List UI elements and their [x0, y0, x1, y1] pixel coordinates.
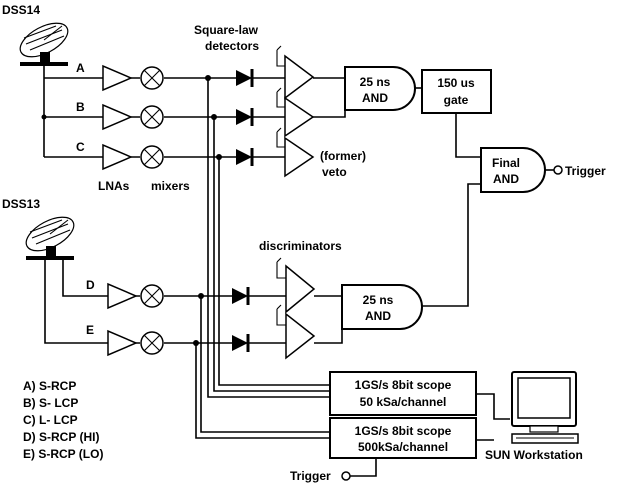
channel-label-a: A — [76, 61, 85, 75]
workstation-icon — [511, 371, 579, 444]
legend-item-d: D) S-RCP (HI) — [23, 430, 99, 444]
channel-label-b: B — [76, 100, 85, 114]
detector-diode-e-icon — [232, 334, 250, 352]
detector-diode-d-icon — [232, 287, 250, 305]
bottom-and-line1: 25 ns — [363, 293, 394, 307]
detector-diode-a-icon — [236, 69, 254, 87]
detector-diode-c-icon — [236, 148, 254, 166]
top-and-line1: 25 ns — [360, 75, 391, 89]
station-label-dss13: DSS13 — [2, 197, 40, 211]
trigger-output-label: Trigger — [565, 164, 606, 178]
discriminator-b-icon — [284, 96, 315, 138]
mixer-c-icon — [140, 145, 164, 169]
scope-1-line2: 50 kSa/channel — [360, 395, 447, 409]
legend-item-a: A) S-RCP — [23, 379, 76, 393]
lna-a-icon — [102, 64, 133, 92]
discriminator-a-icon — [284, 54, 315, 100]
mixer-d-icon — [140, 284, 164, 308]
station-label-dss14: DSS14 — [2, 3, 40, 17]
scope-2-line2: 500kSa/channel — [358, 440, 448, 454]
gate-150us-box — [421, 69, 492, 114]
final-and-line2: AND — [493, 172, 519, 186]
veto-label: veto — [322, 165, 347, 179]
final-and-gate — [480, 147, 546, 193]
lna-c-icon — [102, 143, 133, 171]
detectors-label: detectors — [205, 39, 259, 53]
top-channel-wiring — [43, 45, 346, 398]
discriminator-e-icon — [285, 312, 316, 360]
workstation-label: SUN Workstation — [485, 448, 583, 462]
former-veto-label: (former) — [320, 149, 366, 163]
square-law-label: Square-law — [194, 23, 259, 37]
gate-line1: 150 us — [437, 76, 475, 90]
channel-label-e: E — [86, 323, 94, 337]
final-and-line1: Final — [492, 156, 520, 170]
top-and-line2: AND — [362, 91, 388, 105]
legend-item-c: C) L- LCP — [23, 413, 78, 427]
bottom-and-gate — [341, 284, 423, 330]
trigger-input-icon — [341, 471, 351, 481]
mixer-e-icon — [140, 331, 164, 355]
detector-diode-b-icon — [236, 108, 254, 126]
channel-label-d: D — [86, 278, 95, 292]
discriminators-label: discriminators — [259, 239, 342, 253]
trigger-output-icon — [553, 165, 563, 175]
antenna-dss14-icon — [19, 22, 69, 66]
antenna-dss13-icon — [25, 216, 75, 260]
legend-item-b: B) S- LCP — [23, 396, 78, 410]
lnas-label: LNAs — [98, 179, 130, 193]
discriminator-d-icon — [285, 264, 316, 314]
scope-2-box — [329, 417, 477, 459]
scope-2-line1: 1GS/s 8bit scope — [355, 424, 452, 438]
channel-legend: A) S-RCP B) S- LCP C) L- LCP D) S-RCP (H… — [23, 379, 103, 461]
mixers-label: mixers — [151, 179, 190, 193]
mixer-b-icon — [140, 105, 164, 129]
lna-d-icon — [107, 282, 138, 310]
channel-label-c: C — [76, 140, 85, 154]
legend-item-e: E) S-RCP (LO) — [23, 447, 103, 461]
mixer-a-icon — [140, 66, 164, 90]
lna-e-icon — [107, 329, 138, 357]
lna-b-icon — [102, 103, 133, 131]
scope-1-line1: 1GS/s 8bit scope — [355, 378, 452, 392]
top-and-gate — [344, 66, 416, 111]
discriminator-c-icon — [284, 136, 315, 178]
bottom-and-line2: AND — [365, 309, 391, 323]
trigger-input-label: Trigger — [290, 469, 331, 483]
gate-line2: gate — [444, 93, 469, 107]
